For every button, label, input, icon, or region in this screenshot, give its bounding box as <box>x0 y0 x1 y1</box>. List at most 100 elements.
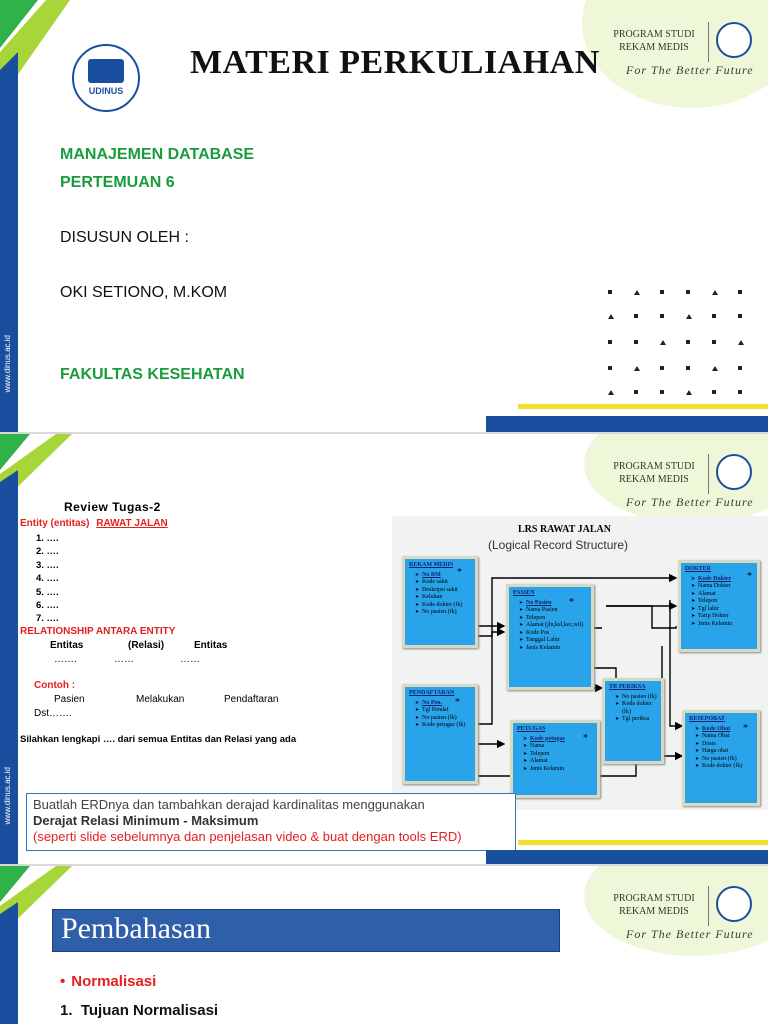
triangle-decoration <box>634 366 640 371</box>
triangle-decoration <box>634 290 640 295</box>
dot-decoration <box>738 390 742 394</box>
side-stripe: www.dinus.ac.id <box>0 474 18 864</box>
note-line-1: Buatlah ERDnya dan tambahkan derajad kar… <box>33 797 425 812</box>
dot-decoration <box>634 340 638 344</box>
entity-field: Tanggal Lahir <box>519 637 587 645</box>
entity-box-tr-periksa: TR PERIKSA No pasien (fk)Kode dokter (fk… <box>602 678 664 764</box>
side-stripe: www.dinus.ac.id <box>0 70 18 432</box>
udinus-seal-icon <box>716 22 752 58</box>
brand-divider <box>708 454 709 494</box>
program-name: PROGRAM STUDI REKAM MEDIS <box>613 29 695 53</box>
primary-key-field: Kode Dokter <box>691 576 753 584</box>
dot-decoration <box>634 314 638 318</box>
entity-field: Telepon <box>519 615 587 623</box>
dot-decoration <box>608 366 612 370</box>
slide-separator <box>0 432 768 434</box>
brand-block: PROGRAM STUDI REKAM MEDIS For The Better… <box>606 454 768 520</box>
triangle-decoration <box>608 314 614 319</box>
entity-list-item: 2. …. <box>36 546 59 558</box>
key-star-icon: * <box>455 697 460 708</box>
primary-key-field: Kode petugas <box>523 736 593 744</box>
numbered-item-1: 1. Tujuan Normalisasi <box>60 1002 219 1019</box>
entity-field: Tgl lahir <box>691 606 753 614</box>
key-star-icon: * <box>457 567 462 578</box>
course-name: MANAJEMEN DATABASE <box>60 146 255 163</box>
entity-box-pasien: PASIEN No PasienNama PasienTeleponAlamat… <box>506 584 594 690</box>
brand-tagline: For The Better Future <box>626 63 754 77</box>
logo-emblem-icon <box>88 59 124 83</box>
entity-field: Tgl Pendaf <box>415 707 471 715</box>
key-star-icon: * <box>583 733 588 744</box>
dot-decoration <box>712 390 716 394</box>
url-vertical-text: www.dinus.ac.id <box>3 766 12 824</box>
slide-title: www.dinus.ac.id PROGRAM STUDI REKAM MEDI… <box>0 0 768 432</box>
instruction-text: Silahkan lengkapi …. dari semua Entitas … <box>20 734 297 745</box>
entity-field: No pasien (fk) <box>415 609 471 617</box>
entity-list-item: 6. …. <box>36 600 59 612</box>
meeting-number: PERTEMUAN 6 <box>60 174 175 191</box>
udinus-seal-icon <box>716 886 752 922</box>
url-vertical-text: www.dinus.ac.id <box>3 334 12 392</box>
slide-title: MATERI PERKULIAHAN <box>190 44 600 81</box>
banner-title: Pembahasan <box>61 912 211 945</box>
entity-field: Nama <box>523 743 593 751</box>
corner-leaf-decoration <box>0 434 72 514</box>
slide-review: www.dinus.ac.id PROGRAM STUDI REKAM MEDI… <box>0 434 768 864</box>
entity-field: Kode petugas (fk) <box>415 722 471 730</box>
triangle-decoration <box>738 340 744 345</box>
lrs-diagram-panel: LRS RAWAT JALAN (Logical Record Structur… <box>392 516 768 810</box>
author-label: DISUSUN OLEH : <box>60 229 189 246</box>
entity-field: Dosis <box>695 741 753 749</box>
primary-key-field: No Pen. <box>415 700 471 708</box>
note-line-3: (seperti slide sebelumnya dan penjelasan… <box>33 829 462 844</box>
lrs-subtitle: (Logical Record Structure) <box>488 538 629 552</box>
dot-decoration <box>608 340 612 344</box>
corner-leaf-decoration <box>0 0 70 110</box>
review-heading: Review Tugas-2 <box>64 500 161 514</box>
program-name: PROGRAM STUDI REKAM MEDIS <box>613 461 695 485</box>
entity-box-petugas: PETUGAS Kode petugasNamaTeleponAlamatJen… <box>510 720 600 798</box>
blue-bar <box>486 416 768 432</box>
entity-field: Alamat <box>691 591 753 599</box>
triangle-decoration <box>712 366 718 371</box>
triangle-decoration <box>660 340 666 345</box>
entity-field: Nama Pasien <box>519 607 587 615</box>
entity-box-pendaftaran: PENDAFTARAN No Pen.Tgl PendafNo pasien (… <box>402 684 478 784</box>
primary-key-field: No Pasien <box>519 600 587 608</box>
dot-decoration <box>660 366 664 370</box>
key-star-icon: * <box>569 597 574 608</box>
entity-field: Deskripsi sakit <box>415 587 471 595</box>
entity-field: Keluhan <box>415 594 471 602</box>
relationship-title: RELATIONSHIP ANTARA ENTITY <box>20 626 176 637</box>
yellow-bar <box>518 840 768 845</box>
entity-field: Jenis Kelamin <box>519 645 587 653</box>
triangle-decoration <box>686 390 692 395</box>
entity-field: Nama Obat <box>695 733 753 741</box>
key-star-icon: * <box>743 723 748 734</box>
program-name: PROGRAM STUDI REKAM MEDIS <box>613 893 695 917</box>
triangle-decoration <box>712 290 718 295</box>
contoh-label: Contoh : <box>34 680 76 691</box>
key-star-icon: * <box>747 571 752 582</box>
primary-key-field: Kode Obat <box>695 726 753 734</box>
entity-box-rekam-medis: REKAM MEDIS No RMKode sakitDeskripsi sak… <box>402 556 478 648</box>
entity-box-resep-obat: RESEPOBAT Kode ObatNama ObatDosisHarga o… <box>682 710 760 806</box>
university-logo: UDINUS <box>72 44 140 112</box>
udinus-seal-icon <box>716 454 752 490</box>
slide-discussion: PROGRAM STUDI REKAM MEDIS For The Better… <box>0 866 768 1024</box>
entity-field: Kode dokter (fk) <box>695 763 753 771</box>
faculty-name: FAKULTAS KESEHATAN <box>60 366 245 383</box>
entity-numbered-list: 1. ….2. ….3. ….4. ….5. ….6. ….7. …. <box>36 532 59 626</box>
entity-field: Kode dokter (fk) <box>415 602 471 610</box>
author-name: OKI SETIONO, M.KOM <box>60 284 228 301</box>
dot-decoration <box>712 314 716 318</box>
dot-decoration <box>608 290 612 294</box>
dot-decoration <box>738 290 742 294</box>
brand-divider <box>708 22 709 62</box>
brand-block: PROGRAM STUDI REKAM MEDIS For The Better… <box>606 886 768 952</box>
entity-field: No pasien (fk) <box>415 715 471 723</box>
entity-field: Nama Dokter <box>691 583 753 591</box>
slide-separator <box>0 864 768 866</box>
dot-decoration <box>738 366 742 370</box>
entity-field: Telepon <box>691 598 753 606</box>
